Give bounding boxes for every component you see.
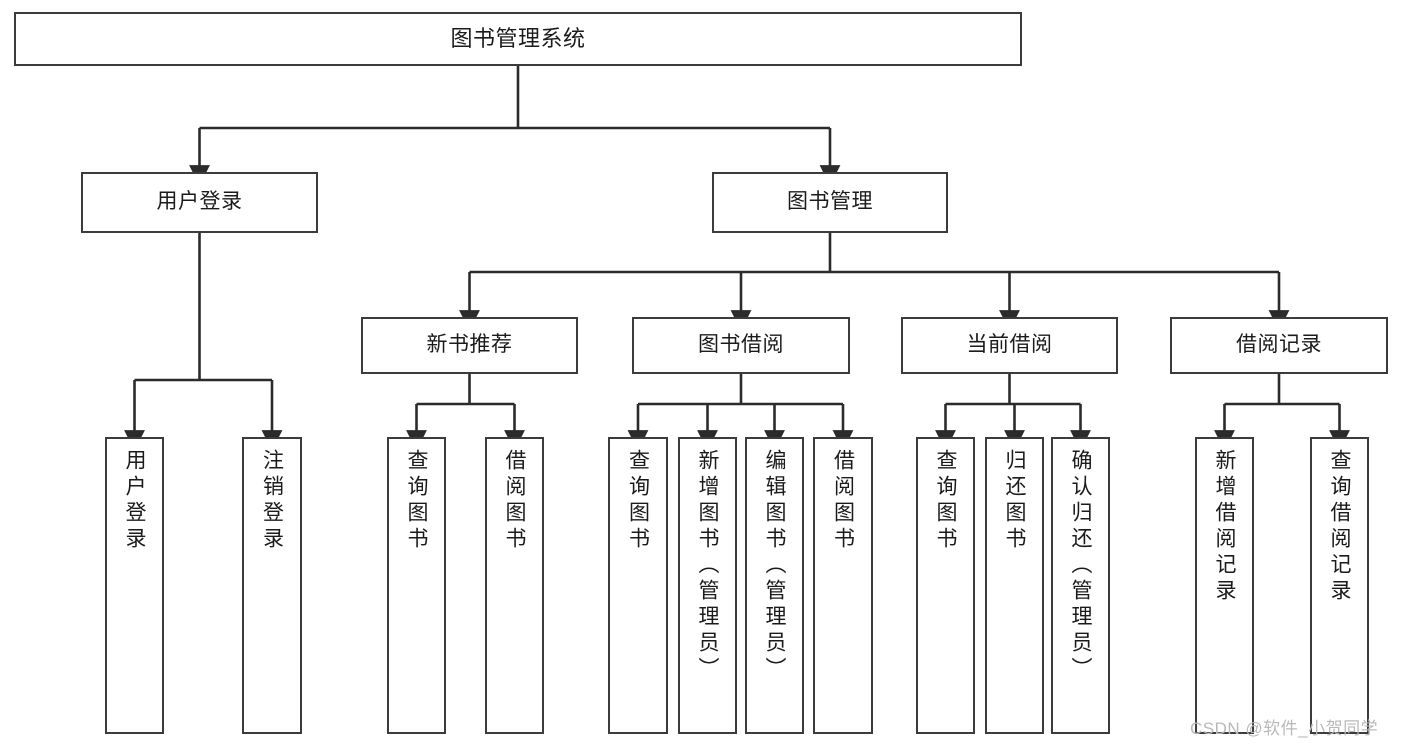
node-login[interactable]: 用户登录 — [81, 172, 318, 233]
node-l-qbook3[interactable]: 查询图书 — [916, 437, 975, 734]
node-label: 新书推荐 — [426, 333, 513, 357]
node-label: 查询借阅记录 — [1328, 449, 1351, 605]
node-label: 查询图书 — [626, 449, 650, 553]
node-label: 注销登录 — [260, 449, 284, 553]
node-label: 借阅图书 — [831, 449, 855, 553]
node-label: 借阅记录 — [1236, 333, 1322, 357]
node-current[interactable]: 当前借阅 — [901, 317, 1118, 374]
node-l-qbook2[interactable]: 查询图书 — [608, 437, 668, 734]
node-borrow[interactable]: 图书借阅 — [632, 317, 850, 374]
node-label: 归还图书 — [1003, 449, 1026, 553]
node-l-qrec[interactable]: 查询借阅记录 — [1310, 437, 1369, 734]
node-l-logout[interactable]: 注销登录 — [242, 437, 302, 734]
node-l-addrec[interactable]: 新增借阅记录 — [1195, 437, 1254, 734]
node-l-login[interactable]: 用户登录 — [105, 437, 164, 734]
node-label: 确认归还（管理员） — [1069, 449, 1092, 683]
node-label: 图书管理系统 — [450, 26, 586, 52]
node-label: 借阅图书 — [503, 449, 526, 553]
node-records[interactable]: 借阅记录 — [1170, 317, 1388, 374]
node-label: 查询图书 — [934, 449, 957, 553]
node-label: 当前借阅 — [966, 333, 1053, 357]
node-l-return[interactable]: 归还图书 — [985, 437, 1044, 734]
node-label: 新增借阅记录 — [1213, 449, 1236, 605]
node-label: 新增图书（管理员） — [696, 449, 719, 683]
node-label: 查询图书 — [405, 449, 428, 553]
node-newbooks[interactable]: 新书推荐 — [361, 317, 578, 374]
node-label: 编辑图书（管理员） — [763, 449, 786, 683]
node-l-bbook1[interactable]: 借阅图书 — [485, 437, 544, 734]
node-label: 用户登录 — [156, 190, 243, 214]
node-l-addbook[interactable]: 新增图书（管理员） — [678, 437, 737, 734]
csdn-watermark: CSDN @软件_小贺同学 — [1190, 719, 1379, 738]
node-label: 图书管理 — [787, 190, 873, 214]
node-l-editbook[interactable]: 编辑图书（管理员） — [745, 437, 804, 734]
node-root[interactable]: 图书管理系统 — [14, 12, 1022, 66]
node-bookmgmt[interactable]: 图书管理 — [712, 172, 948, 233]
node-label: 图书借阅 — [698, 333, 784, 357]
node-l-bbook2[interactable]: 借阅图书 — [813, 437, 873, 734]
node-l-confirm[interactable]: 确认归还（管理员） — [1051, 437, 1110, 734]
node-label: 用户登录 — [123, 449, 146, 553]
node-l-qbook1[interactable]: 查询图书 — [387, 437, 446, 734]
